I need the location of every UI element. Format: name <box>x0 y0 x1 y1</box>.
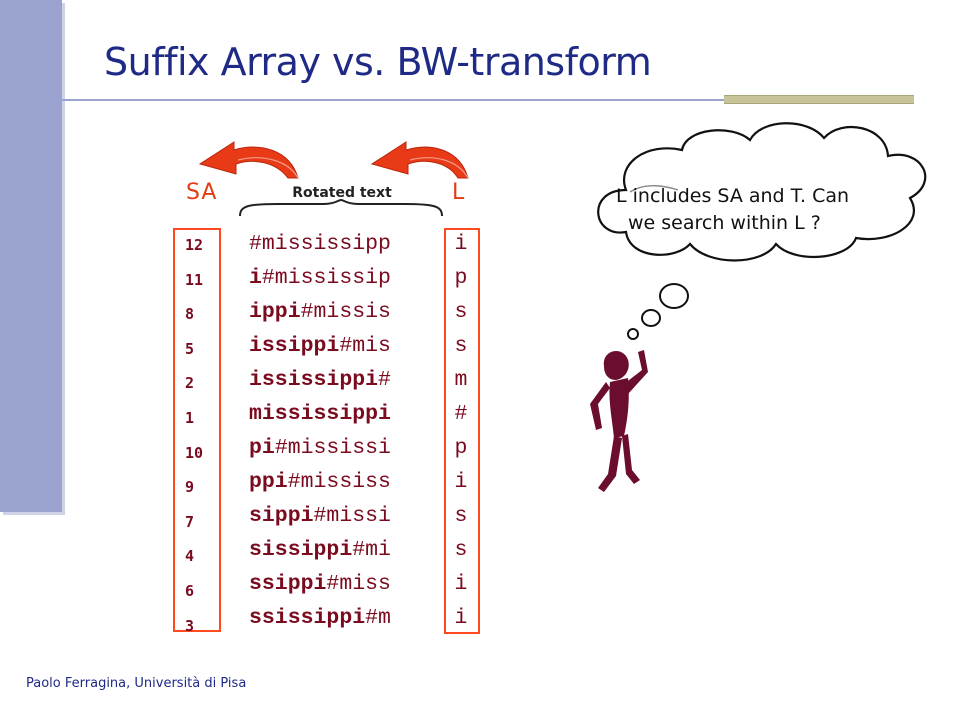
l-value: s <box>454 300 468 324</box>
title-rule <box>42 99 726 101</box>
l-value: p <box>454 266 468 290</box>
thought-cloud-icon <box>597 122 927 262</box>
sa-value: 8 <box>185 305 195 324</box>
thought-line-2: we search within L ? <box>628 212 821 234</box>
sa-column: 12 11 8 5 2 1 10 9 7 4 6 3 <box>185 228 203 643</box>
rotation-suffix: #miss <box>326 572 391 596</box>
curved-arrow-icon <box>198 141 469 179</box>
thought-text: L includes SA and T. Can we search withi… <box>616 183 912 237</box>
rotation-prefix: issippi <box>249 334 340 358</box>
rotation-prefix: sissippi <box>249 538 353 562</box>
brace-icon <box>239 198 443 217</box>
rotation-row: ippi#missis <box>249 295 391 329</box>
sa-value: 9 <box>185 478 195 497</box>
sa-value: 10 <box>185 443 204 462</box>
l-value: s <box>454 538 468 562</box>
rotation-prefix: ippi <box>249 300 301 324</box>
rotation-row: pi#mississi <box>249 431 391 465</box>
rotation-suffix: #mi <box>352 538 391 562</box>
rotated-text-label: Rotated text <box>292 185 392 201</box>
rotation-suffix: #mis <box>339 334 391 358</box>
sa-value: 6 <box>185 581 195 600</box>
rotation-row: mississippi <box>249 397 391 431</box>
rotation-row: sippi#missi <box>249 499 391 533</box>
rotation-prefix: sippi <box>249 504 314 528</box>
rotation-suffix: # <box>378 368 391 392</box>
rotation-suffix: #mississ <box>287 470 391 494</box>
rotation-row: ssippi#miss <box>249 567 391 601</box>
sa-value: 1 <box>185 408 195 427</box>
rotation-row: #mississipp <box>249 227 391 261</box>
sa-column-box <box>173 228 221 632</box>
sa-value: 5 <box>185 339 195 358</box>
rotation-prefix: ppi <box>249 470 288 494</box>
rotation-row: sissippi#mi <box>249 533 391 567</box>
sa-value: 12 <box>185 236 204 254</box>
thinking-man-icon <box>590 283 689 492</box>
rotation-row: ppi#mississ <box>249 465 391 499</box>
l-value: i <box>454 606 468 630</box>
rotation-row: ssissippi#m <box>249 601 391 635</box>
rotation-suffix: #m <box>365 606 391 630</box>
rotation-row: i#mississip <box>249 261 391 295</box>
sidebar-bar <box>0 0 62 512</box>
rotation-suffix: #mississip <box>261 266 391 290</box>
footer-credit: Paolo Ferragina, Università di Pisa <box>26 676 247 691</box>
title-rule-accent <box>724 95 914 104</box>
l-value: s <box>454 334 468 358</box>
l-value: i <box>454 232 468 256</box>
rotation-suffix: #missis <box>300 300 391 324</box>
rotation-suffix: #mississipp <box>249 232 391 256</box>
rotation-prefix: ssippi <box>249 572 327 596</box>
l-value: p <box>454 436 468 460</box>
sa-value: 2 <box>185 374 195 393</box>
sa-value: 3 <box>185 616 195 635</box>
l-label: L <box>452 180 465 205</box>
rotation-prefix: i <box>249 266 262 290</box>
l-value: # <box>454 402 468 426</box>
rotation-prefix: pi <box>249 436 275 460</box>
rotation-suffix: #mississi <box>274 436 391 460</box>
rotation-row: ississippi# <box>249 363 391 397</box>
rotation-suffix: #missi <box>313 504 391 528</box>
sa-value: 7 <box>185 512 195 531</box>
l-value: i <box>454 572 468 596</box>
l-column-box <box>444 228 480 634</box>
sa-label: SA <box>186 180 218 205</box>
page-title: Suffix Array vs. BW-transform <box>104 40 652 84</box>
thought-line-1: L includes SA and T. Can <box>616 185 850 207</box>
rotation-prefix: mississippi <box>249 402 391 426</box>
rotation-prefix: ssissippi <box>249 606 366 630</box>
l-value: s <box>454 504 468 528</box>
l-value: i <box>454 470 468 494</box>
rotation-prefix: ississippi <box>249 368 379 392</box>
sa-value: 4 <box>185 547 195 566</box>
rotation-row: issippi#mis <box>249 329 391 363</box>
l-value: m <box>454 368 468 392</box>
sa-value: 11 <box>185 270 204 289</box>
